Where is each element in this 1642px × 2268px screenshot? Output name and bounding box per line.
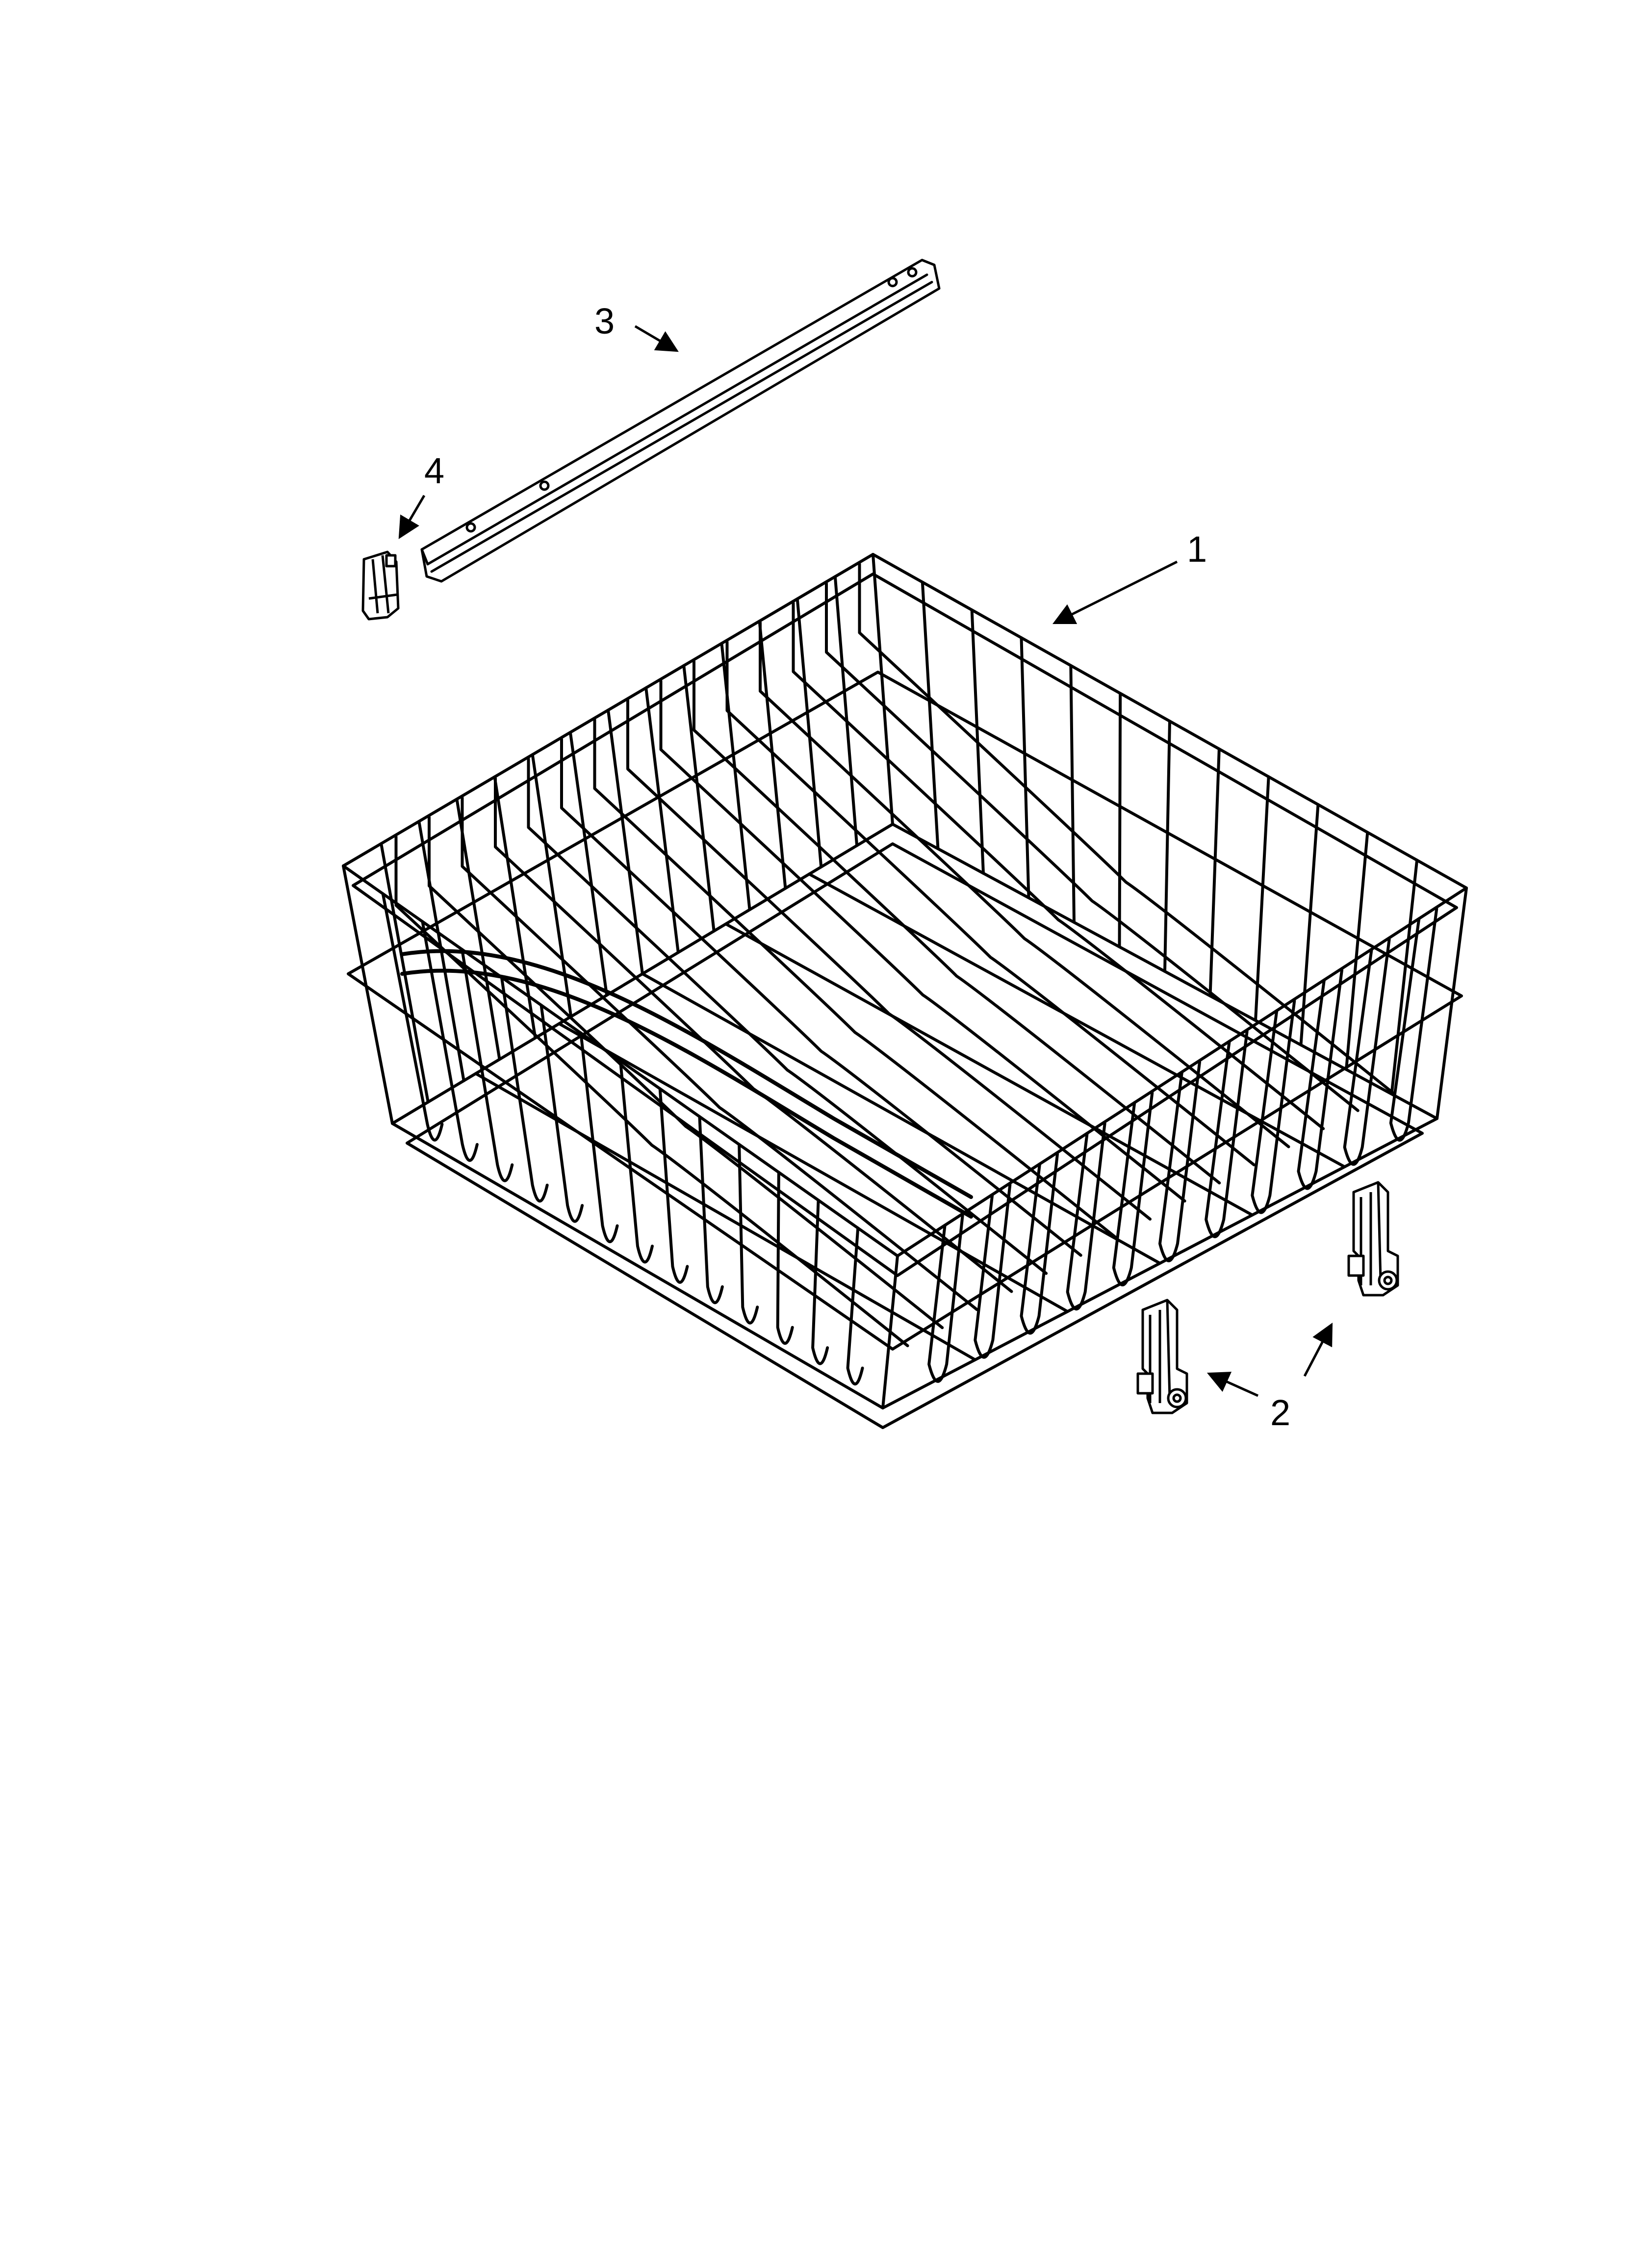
callout-leader-2a (1206, 1372, 1259, 1397)
rack-roller-adjuster-icon (1136, 1181, 1399, 1414)
upper-dishrack-icon (342, 553, 1468, 1429)
callout-label-1: 1 (1187, 529, 1207, 570)
callout-leader-2b (1303, 1323, 1333, 1377)
callout-label-4: 4 (424, 450, 444, 491)
callout-leaders (398, 325, 1333, 1397)
rack-track-rail-icon (420, 259, 941, 583)
callout-leader-4 (398, 495, 426, 539)
callout-leader-1 (1052, 560, 1178, 625)
rail-end-cap-icon (361, 550, 400, 621)
callout-label-3: 3 (594, 301, 615, 341)
callout-leader-3 (634, 325, 679, 352)
callout-label-2: 2 (1270, 1392, 1290, 1433)
